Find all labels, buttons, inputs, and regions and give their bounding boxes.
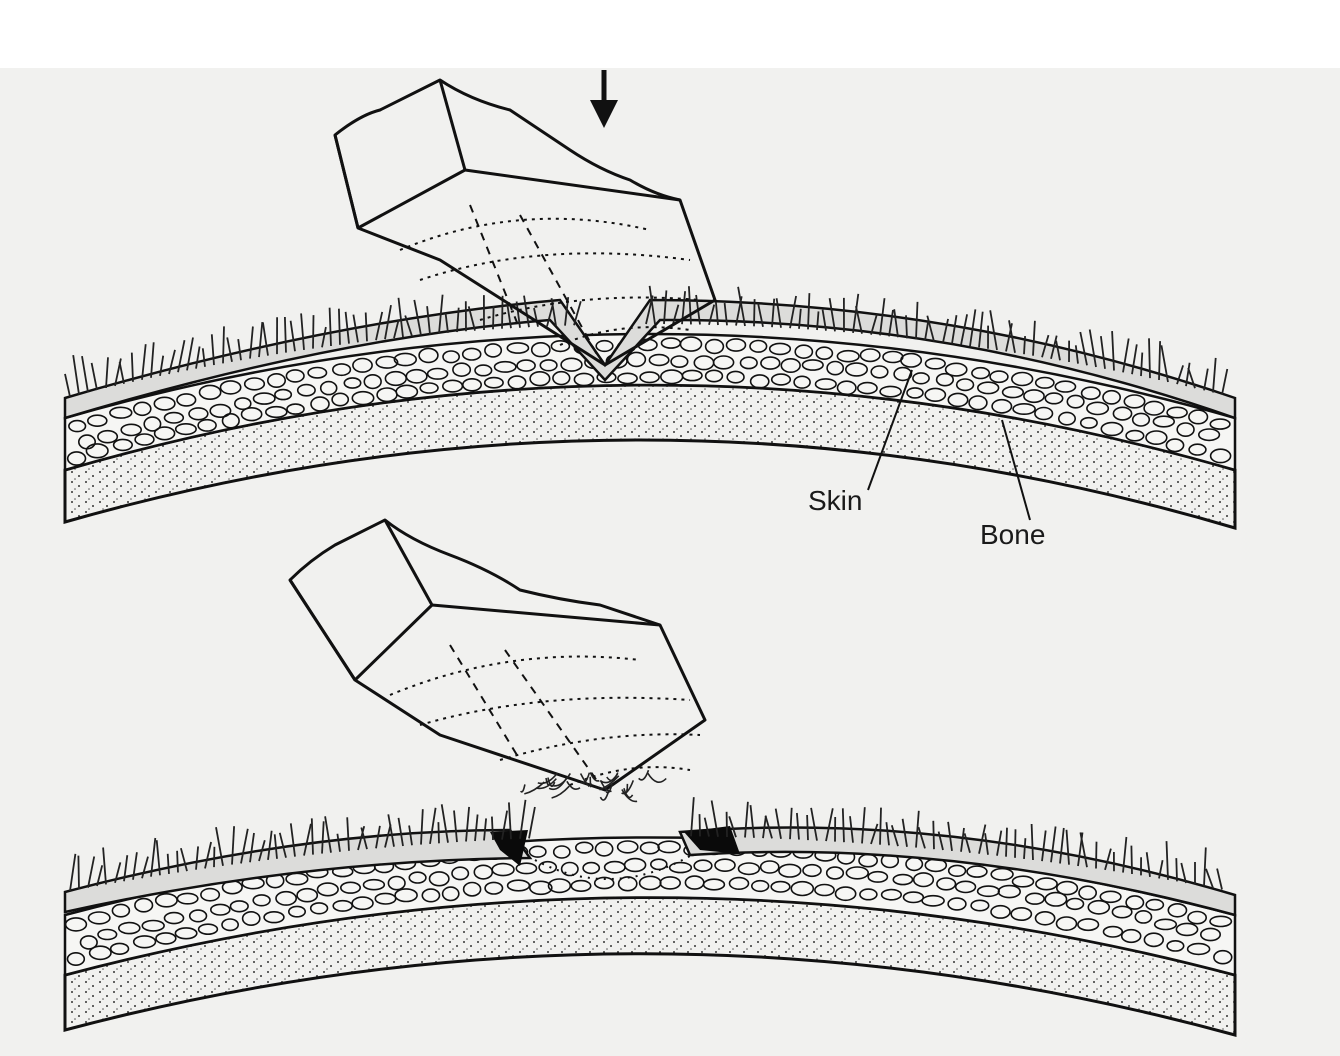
hair-strand xyxy=(1006,828,1007,857)
hair-strand xyxy=(339,309,340,345)
rock-icon xyxy=(290,520,705,790)
hair-strand xyxy=(1206,869,1213,888)
hair-strand xyxy=(1176,858,1177,881)
hair-strand xyxy=(313,315,314,349)
bone-label: Bone xyxy=(980,519,1045,550)
hair-strand xyxy=(906,315,907,338)
down-arrow-icon xyxy=(590,70,618,128)
hair-strand xyxy=(880,808,881,845)
hair-strand xyxy=(65,374,70,397)
panel-laceration xyxy=(65,520,1235,1035)
hair-strand xyxy=(1149,338,1150,378)
panel-impact: Skin Bone xyxy=(65,70,1235,550)
hair-strand xyxy=(438,822,439,843)
hair-strand xyxy=(648,773,666,782)
hair-strand xyxy=(521,784,525,792)
hair-strand xyxy=(1217,869,1222,890)
hair-strand xyxy=(73,355,79,394)
hair-strand xyxy=(88,857,94,888)
hair-strand xyxy=(493,306,494,329)
hair-strand xyxy=(700,814,701,836)
hair-strand xyxy=(103,848,106,885)
hair-strand xyxy=(70,854,75,891)
hair-strand xyxy=(285,317,286,353)
hair-strand xyxy=(92,363,97,390)
hair-strand xyxy=(1159,341,1160,380)
hair-strand xyxy=(1024,336,1025,354)
hair-strand xyxy=(843,808,844,842)
hair-strand xyxy=(1167,841,1169,880)
hair-strand xyxy=(529,807,535,838)
hair-strand xyxy=(1204,847,1206,886)
hair-strand xyxy=(223,326,224,363)
hair-strand xyxy=(1131,846,1132,874)
hair-strand xyxy=(1222,369,1227,395)
hair-strand xyxy=(492,817,493,840)
hair-strand xyxy=(132,353,133,382)
hair-strand xyxy=(168,854,169,874)
hair-strand xyxy=(1213,358,1216,393)
hair-strand xyxy=(807,815,808,840)
hair-strand xyxy=(82,356,88,392)
hair-strand xyxy=(78,856,79,890)
hair-strand xyxy=(552,786,570,798)
hair-strand xyxy=(639,770,649,780)
hair-strand xyxy=(590,777,591,787)
hair-strand xyxy=(1015,829,1016,858)
hair-strand xyxy=(177,851,178,873)
hair-strand xyxy=(754,299,755,326)
skin-label: Skin xyxy=(808,485,862,516)
hair-strand xyxy=(1096,842,1097,869)
hair-strand xyxy=(312,818,313,854)
hair-strand xyxy=(106,357,108,388)
hair-strand xyxy=(933,821,934,849)
